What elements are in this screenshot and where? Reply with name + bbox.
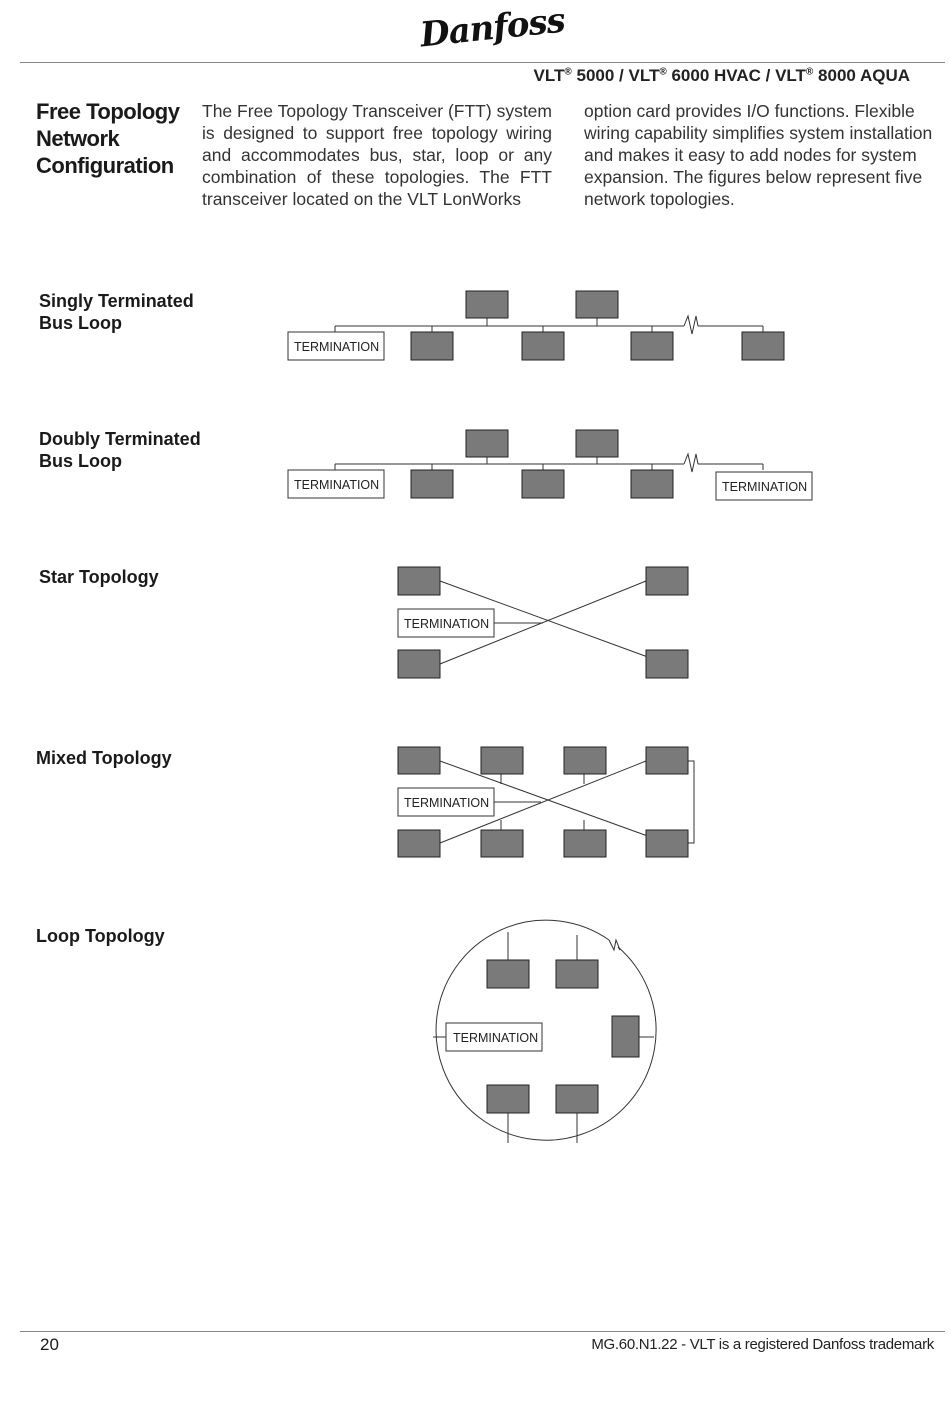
node-box — [611, 1015, 640, 1058]
mixed-topology-label: Mixed Topology — [36, 748, 172, 768]
node-box — [645, 566, 689, 596]
node-box — [630, 469, 674, 499]
termination-label: TERMINATION — [294, 478, 379, 492]
star-diagram — [439, 580, 668, 665]
page-number: 20 — [40, 1335, 59, 1354]
node-box — [645, 746, 689, 775]
node-box — [410, 469, 454, 499]
node-box — [465, 429, 509, 458]
node-box — [486, 959, 530, 989]
node-box — [645, 829, 689, 858]
termination-label: TERMINATION — [404, 617, 489, 631]
node-box — [480, 746, 524, 775]
singly-terminated-diagram — [334, 314, 764, 335]
document-header-title: VLT® 5000 / VLT® 6000 HVAC / VLT® 8000 A… — [533, 66, 910, 85]
node-box — [645, 649, 689, 679]
node-box — [563, 746, 607, 775]
section-title: Free Topology Network Configuration — [36, 99, 180, 178]
star-topology-label: Star Topology — [39, 567, 159, 587]
termination-label: TERMINATION — [294, 340, 379, 354]
node-box — [555, 1084, 599, 1114]
node-box — [521, 469, 565, 499]
termination-label: TERMINATION — [722, 480, 807, 494]
termination-label: TERMINATION — [453, 1031, 538, 1045]
loop-diagram — [433, 919, 657, 1143]
node-box — [397, 566, 441, 596]
termination-label: TERMINATION — [404, 796, 489, 810]
node-box — [486, 1084, 530, 1114]
node-box — [465, 290, 509, 319]
node-box — [397, 746, 441, 775]
footer-divider — [20, 1331, 945, 1332]
node-box — [480, 829, 524, 858]
node-box — [555, 959, 599, 989]
doubly-terminated-diagram — [334, 452, 764, 473]
node-box — [397, 829, 441, 858]
node-box — [410, 331, 454, 361]
node-box — [397, 649, 441, 679]
intro-text-col2: option card provides I/O functions. Flex… — [584, 101, 933, 209]
node-box — [575, 429, 619, 458]
footer-trademark-text: MG.60.N1.22 - VLT is a registered Danfos… — [591, 1336, 934, 1353]
loop-topology-label: Loop Topology — [36, 926, 165, 946]
node-box — [563, 829, 607, 858]
intro-text-col1: The Free Topology Transceiver (FTT) syst… — [202, 101, 552, 209]
node-box — [575, 290, 619, 319]
node-box — [741, 331, 785, 361]
node-box — [521, 331, 565, 361]
mixed-diagram — [439, 760, 695, 844]
header-divider — [20, 62, 945, 63]
node-box — [630, 331, 674, 361]
